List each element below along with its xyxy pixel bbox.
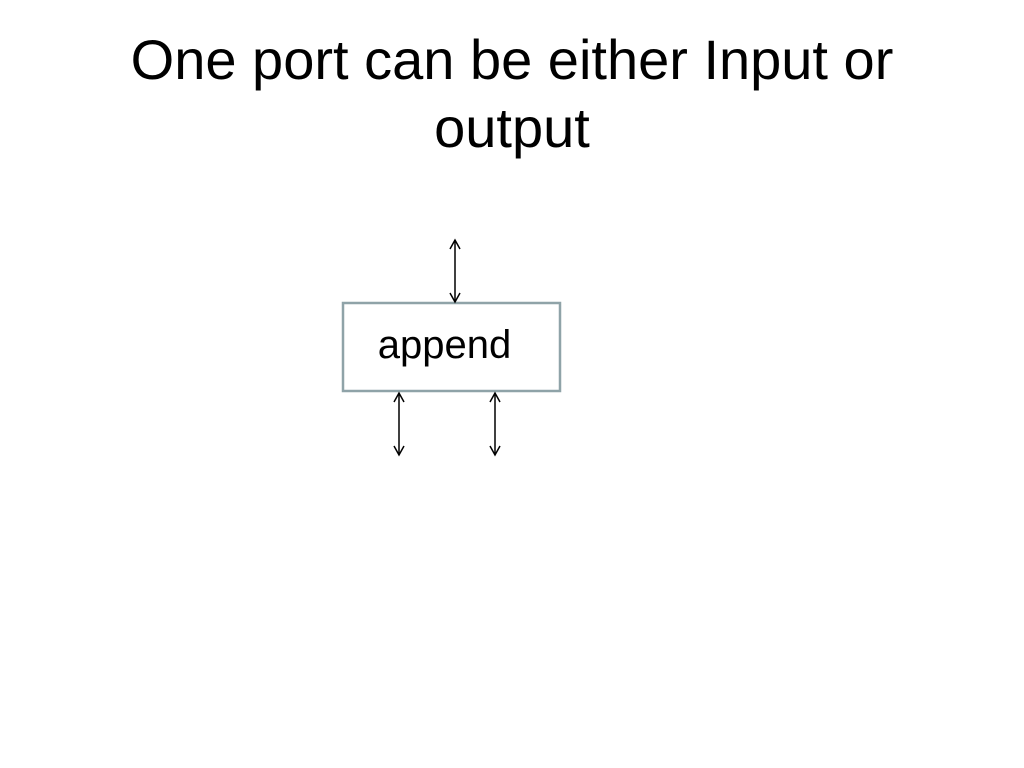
port-top-arrow [449, 238, 461, 304]
slide-title: One port can be either Input or output [130, 28, 894, 159]
append-block [341, 301, 562, 393]
append-block-label: append [377, 323, 512, 367]
port-bottom-right-arrow [489, 391, 501, 457]
port-bottom-left-arrow [393, 391, 405, 457]
